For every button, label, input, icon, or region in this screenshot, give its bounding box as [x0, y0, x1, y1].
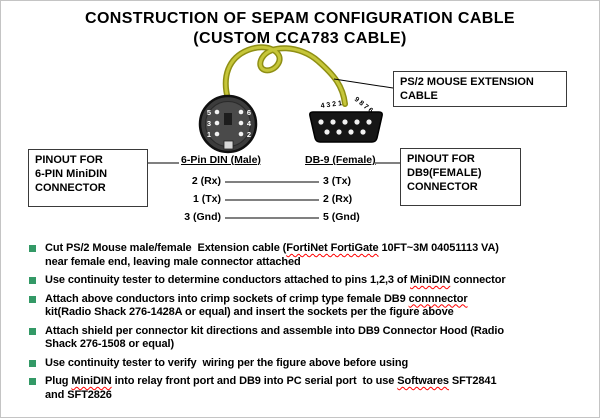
text-segment: 10FT~3M 04051113 VA) near female end, le…	[45, 242, 499, 268]
din-caption: 6-Pin DIN (Male)	[181, 154, 261, 166]
bullet-square-icon	[29, 378, 36, 385]
misspelled-word: connnector	[408, 292, 468, 305]
instruction-item: Attach shield per connector kit directio…	[29, 325, 593, 352]
minidin-connector-graphic: 5 3 1 6 4 2	[198, 94, 258, 154]
instruction-text: Plug MiniDIN into relay front port and D…	[45, 375, 497, 402]
instruction-item: Attach above conductors into crimp socke…	[29, 293, 593, 320]
bullet-square-icon	[29, 327, 36, 335]
ps2-cable-label-box: PS/2 MOUSE EXTENSION CABLE	[393, 71, 567, 107]
text-segment: connector	[450, 274, 506, 286]
misspelled-word: Softwares	[397, 375, 449, 387]
text-segment: Cut PS/2 Mouse male/female Extension cab…	[45, 242, 287, 254]
text-segment: Use continuity tester to determine condu…	[45, 274, 411, 286]
text-segment: Plug	[45, 375, 72, 387]
ps2-callout-line	[333, 78, 394, 89]
bullet-square-icon	[29, 245, 36, 252]
instruction-item: Use continuity tester to verify wiring p…	[29, 357, 593, 371]
db9-pinout-line1: PINOUT FOR	[407, 153, 475, 165]
minidin-pinout-line2: 6-PIN MiniDIN	[35, 168, 108, 180]
misspelled-word: MiniDIN	[71, 375, 112, 387]
minidin-pinout-line1: PINOUT FOR	[35, 154, 103, 166]
text-segment: kit(Radio Shack 276-1428A or equal) and …	[45, 306, 454, 318]
pinmap-din-3: 3 (Gnd)	[184, 211, 221, 223]
bullet-square-icon	[29, 359, 36, 367]
minidin-pin-2-label: 2	[247, 130, 251, 139]
minidin-pin-5-label: 5	[207, 108, 211, 117]
cable-path-outline	[222, 44, 348, 107]
instruction-text: Attach shield per connector kit directio…	[45, 325, 504, 352]
db9-caption: DB-9 (Female)	[305, 154, 376, 166]
instruction-text: Use continuity tester to verify wiring p…	[45, 357, 408, 371]
text-segment: Attach above conductors into crimp socke…	[45, 292, 409, 305]
bullet-square-icon	[29, 295, 36, 303]
bullet-square-icon	[29, 277, 36, 284]
db9-pinout-line3: CONNECTOR	[407, 181, 478, 193]
text-segment: into relay front port and DB9 into PC se…	[111, 375, 398, 387]
minidin-pinout-line3: CONNECTOR	[35, 182, 106, 194]
ps2-label-line1: PS/2 MOUSE EXTENSION	[400, 76, 534, 88]
db9-pinout-box: PINOUT FOR DB9(FEMALE) CONNECTOR	[400, 148, 521, 206]
page-title-line2: (CUSTOM CCA783 CABLE)	[193, 30, 407, 47]
text-segment: SFT2841 and SFT2826	[45, 375, 497, 401]
minidin-pin-3-label: 3	[207, 119, 211, 128]
text-segment: Use continuity tester to verify wiring p…	[45, 356, 409, 369]
pinmap-din-1: 2 (Rx)	[191, 175, 221, 187]
instruction-text: Attach above conductors into crimp socke…	[45, 293, 468, 320]
instructions-list: Cut PS/2 Mouse male/female Extension cab…	[29, 242, 593, 407]
ps2-label-line2: CABLE	[400, 90, 438, 102]
minidin-pinout-box: PINOUT FOR 6-PIN MiniDIN CONNECTOR	[28, 149, 148, 207]
pinmap-db9-2: 2 (Rx)	[323, 193, 353, 205]
db9-top-row-numbers: 4 3 2 1	[320, 100, 342, 110]
minidin-pin-1-label: 1	[207, 130, 211, 139]
pinmap-db9-3: 5 (Gnd)	[323, 211, 360, 223]
text-segment: Attach shield per connector kit directio…	[45, 324, 504, 351]
instruction-item: Cut PS/2 Mouse male/female Extension cab…	[29, 242, 593, 269]
minidin-pin-4-label: 4	[247, 119, 252, 128]
instruction-text: Use continuity tester to determine condu…	[45, 274, 506, 288]
db9-connector-graphic: 4 3 2 1 9 8 7 6	[309, 96, 383, 143]
db9-pinout-line2: DB9(FEMALE)	[407, 167, 482, 179]
instruction-item: Plug MiniDIN into relay front port and D…	[29, 375, 593, 402]
cable-path	[224, 45, 347, 106]
misspelled-word: FortiNet FortiGate	[286, 242, 379, 254]
page-title: CONSTRUCTION OF SEPAM CONFIGURATION CABL…	[1, 9, 599, 49]
pinmap-din-2: 1 (Tx)	[192, 193, 221, 205]
instruction-text: Cut PS/2 Mouse male/female Extension cab…	[45, 242, 499, 269]
page-title-line1: CONSTRUCTION OF SEPAM CONFIGURATION CABL…	[84, 10, 516, 27]
misspelled-word: MiniDIN	[410, 274, 451, 286]
instruction-item: Use continuity tester to determine condu…	[29, 274, 593, 288]
pinmap-db9-1: 3 (Tx)	[323, 175, 352, 187]
minidin-pin-6-label: 6	[247, 108, 251, 117]
